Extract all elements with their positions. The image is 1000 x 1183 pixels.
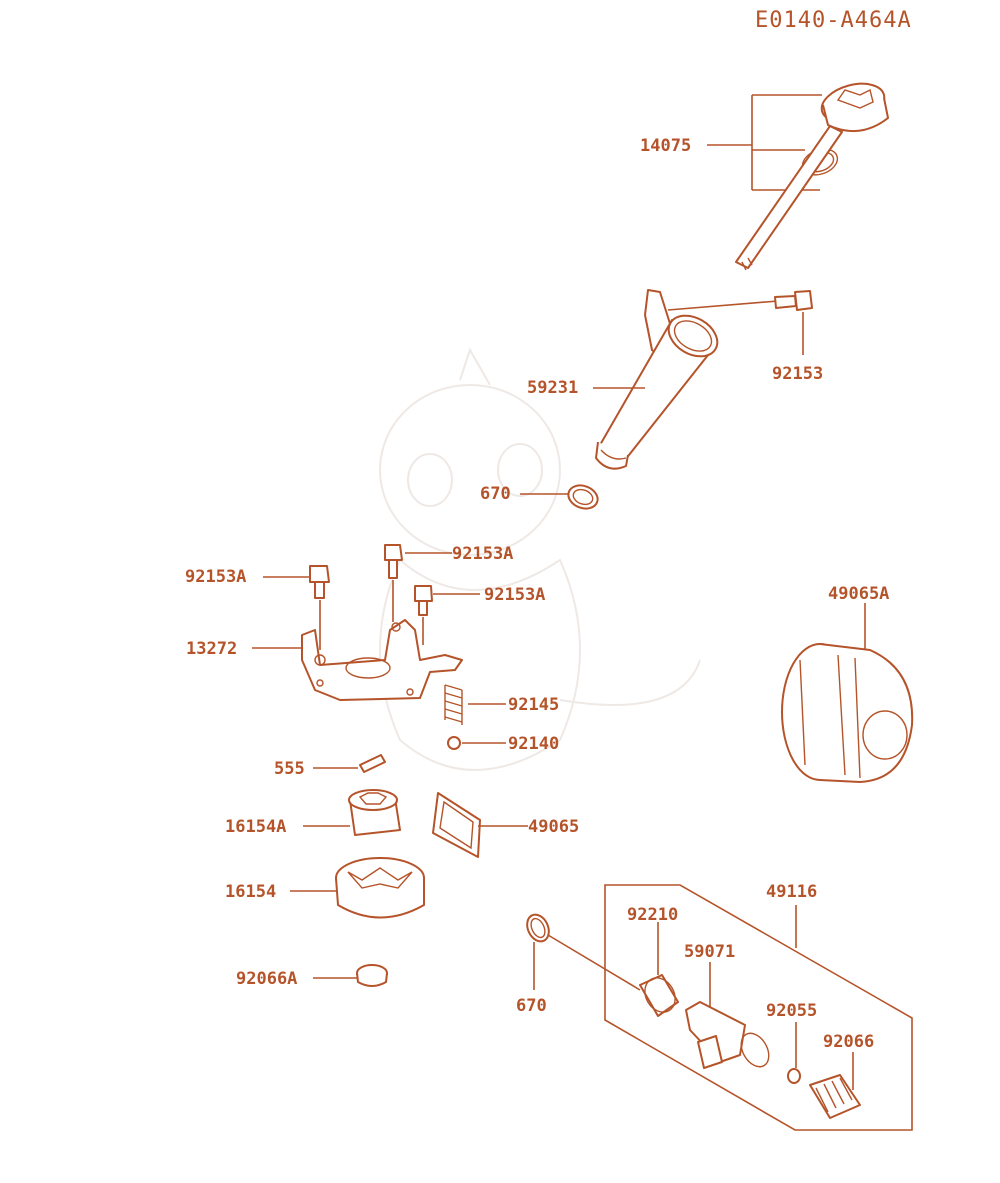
plug-92066A [313,964,388,987]
callout-92140: 92140 [508,734,559,754]
callout-92210: 92210 [627,905,678,925]
diagram-code: E0140-A464A [755,8,912,33]
callout-59231: 59231 [527,378,578,398]
bracket-assembly [252,544,480,701]
ball-92140 [447,736,506,750]
screen-49065 [432,792,528,858]
callout-555: 555 [274,759,305,779]
callout-49116: 49116 [766,882,817,902]
callout-92066A: 92066A [236,969,297,989]
callout-92066: 92066 [823,1032,874,1052]
callout-16154A: 16154A [225,817,286,837]
outer-rotor-16154 [290,857,425,919]
callout-59071: 59071 [684,942,735,962]
pin-555 [313,754,386,773]
callout-92153A-left: 92153A [185,567,246,587]
o-ring-670-top [520,484,599,510]
callout-49065A: 49065A [828,584,889,604]
callout-92055: 92055 [766,1001,817,1021]
oil-filter-49065A [781,603,914,783]
callout-49065: 49065 [528,817,579,837]
callout-92153A-top: 92153A [452,544,513,564]
oil-filler-tube [595,289,813,470]
inner-rotor-16154A [303,789,401,836]
callout-92153: 92153 [772,364,823,384]
callout-92145: 92145 [508,695,559,715]
spring-92145 [444,684,506,725]
callout-670-bottom: 670 [516,996,547,1016]
callout-92153A-right: 92153A [484,585,545,605]
callout-13272: 13272 [186,639,237,659]
callout-670-top: 670 [480,484,511,504]
oil-gauge-dipstick [707,82,889,271]
callout-14075: 14075 [640,136,691,156]
callout-16154: 16154 [225,882,276,902]
relief-valve-assembly-49116 [526,884,913,1131]
